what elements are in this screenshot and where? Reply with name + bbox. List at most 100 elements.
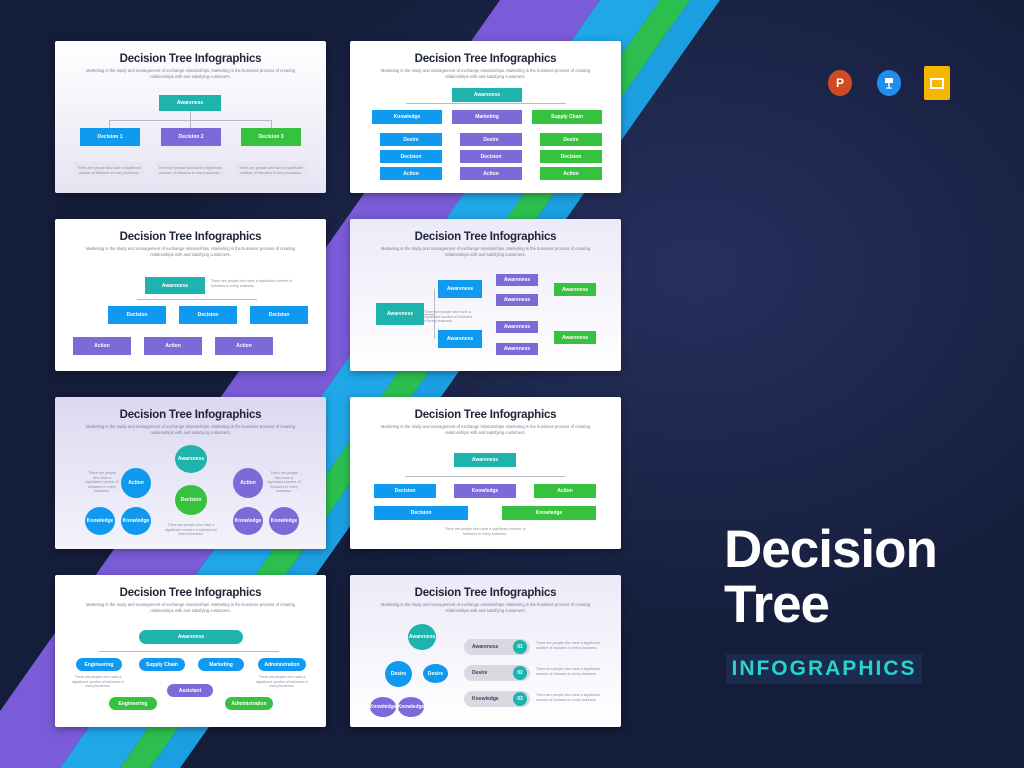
node-knowledge: Knowledge [121,507,151,535]
slide-title: Decision Tree Infographics [119,231,262,243]
keynote-icon [877,70,901,96]
powerpoint-icon: P [828,70,852,96]
node-action: Action [380,167,442,180]
node-decision: Decision [175,485,207,515]
node-desire: Desire [460,133,522,146]
hero-title-line2: Tree [724,575,830,634]
slide-subtitle: Marketing is the study and management of… [85,602,296,613]
google-slides-icon [924,66,950,100]
node-decision: Decision [374,506,468,520]
connector [434,289,435,339]
list-number: 02 [513,666,527,680]
node-decision-3: Decision 3 [241,128,301,146]
node-desire: Desire [380,133,442,146]
node-decision-1: Decision 1 [80,128,140,146]
slide-thumbnail-5[interactable]: Decision Tree Infographics Marketing is … [55,397,326,549]
slide-title: Decision Tree Infographics [119,587,262,599]
node-marketing: Marketing [452,110,522,124]
node-decision: Decision [179,306,237,324]
node-knowledge: Knowledge [233,507,263,535]
connector [271,120,272,128]
node-awareness: Awareness [175,445,207,473]
slide-subtitle: Marketing is the study and management of… [380,602,591,613]
node-awareness: Awareness [408,624,436,650]
node-knowledge: Knowledge [269,507,299,535]
slide-subtitle: Marketing is the study and management of… [380,424,591,435]
note-box: There are people who have a significant … [155,162,225,180]
slide-subtitle: Marketing is the study and management of… [85,246,296,257]
slide-subtitle: Marketing is the study and management of… [85,68,296,79]
node-supply-chain: Supply Chain [532,110,602,124]
node-awareness-mid: Awareness [438,330,482,348]
node-decision: Decision [380,150,442,163]
node-knowledge: Knowledge [372,110,442,124]
node-action: Action [233,468,263,498]
node-decision: Decision [108,306,166,324]
node-awareness: Awareness [452,88,522,102]
slide-thumbnail-2[interactable]: Decision Tree Infographics Marketing is … [350,41,621,193]
note-text: There are people who have a significant … [164,523,218,537]
hero-tag: INFOGRAPHICS [726,654,922,684]
node-knowledge: Knowledge [502,506,596,520]
connector [109,120,110,128]
note-box: There are people who have a significant … [74,162,144,180]
node-knowledge: Knowledge [85,507,115,535]
hero-title-line1: Decision [724,520,938,579]
note-text: There are people who have a significant … [536,693,600,702]
node-awareness: Awareness [159,95,221,111]
slide-thumbnail-4[interactable]: Decision Tree Infographics Marketing is … [350,219,621,371]
slide-thumbnail-6[interactable]: Decision Tree Infographics Marketing is … [350,397,621,549]
node-decision-2: Decision 2 [161,128,221,146]
slide-subtitle: Marketing is the study and management of… [380,246,591,257]
list-number: 01 [513,640,527,654]
slide-thumbnail-7[interactable]: Decision Tree Infographics Marketing is … [55,575,326,727]
note-text: There are people who have a significant … [444,527,526,536]
note-box: There are people who have a significant … [236,162,306,180]
connector [190,120,191,128]
node-awareness-leaf: Awareness [496,274,538,286]
list-number: 03 [513,692,527,706]
node-action: Action [540,167,602,180]
slide-thumbnail-8[interactable]: Decision Tree Infographics Marketing is … [350,575,621,727]
note-text: There are people who have a significant … [424,310,473,324]
node-decision: Decision [540,150,602,163]
connector [190,111,191,120]
slide-thumbnail-3[interactable]: Decision Tree Infographics Marketing is … [55,219,326,371]
node-decision: Decision [460,150,522,163]
note-text: There are people who have a significant … [211,279,292,288]
node-knowledge: Knowledge [398,697,424,717]
slide-subtitle: Marketing is the study and management of… [380,68,591,79]
slide-title: Decision Tree Infographics [414,53,557,65]
node-awareness-root: Awareness [376,303,424,325]
slide-title: Decision Tree Infographics [119,409,262,421]
note-text: There are people who have a significant … [536,667,600,676]
node-action: Action [215,337,273,355]
node-awareness-end: Awareness [554,283,596,296]
note-text: There are people who have a significant … [85,471,119,494]
connector [99,651,279,652]
slide-subtitle: Marketing is the study and management of… [85,424,296,435]
node-desire: Desire [423,664,448,683]
node-awareness-leaf: Awareness [496,343,538,355]
node-engineering: Engineering [109,697,157,710]
slide-thumbnail-1[interactable]: Decision Tree Infographics Marketing is … [55,41,326,193]
connector [405,476,565,477]
node-engineering: Engineering [76,658,122,671]
note-text: There are people who have a significant … [536,641,600,650]
connector [424,314,434,315]
connector [137,299,257,300]
node-desire: Desire [385,661,412,687]
slide-title: Decision Tree Infographics [119,53,262,65]
node-action: Action [534,484,596,498]
node-marketing: Marketing [198,658,244,671]
node-awareness-leaf: Awareness [496,321,538,333]
note-text: There are people who have a significant … [255,675,309,689]
node-action: Action [144,337,202,355]
note-text: There are people who have a significant … [267,471,301,494]
node-knowledge: Knowledge [370,697,396,717]
slide-title: Decision Tree Infographics [414,409,557,421]
node-awareness: Awareness [454,453,516,467]
node-decision: Decision [250,306,308,324]
node-knowledge: Knowledge [454,484,516,498]
node-assistant: Assistant [167,684,213,697]
